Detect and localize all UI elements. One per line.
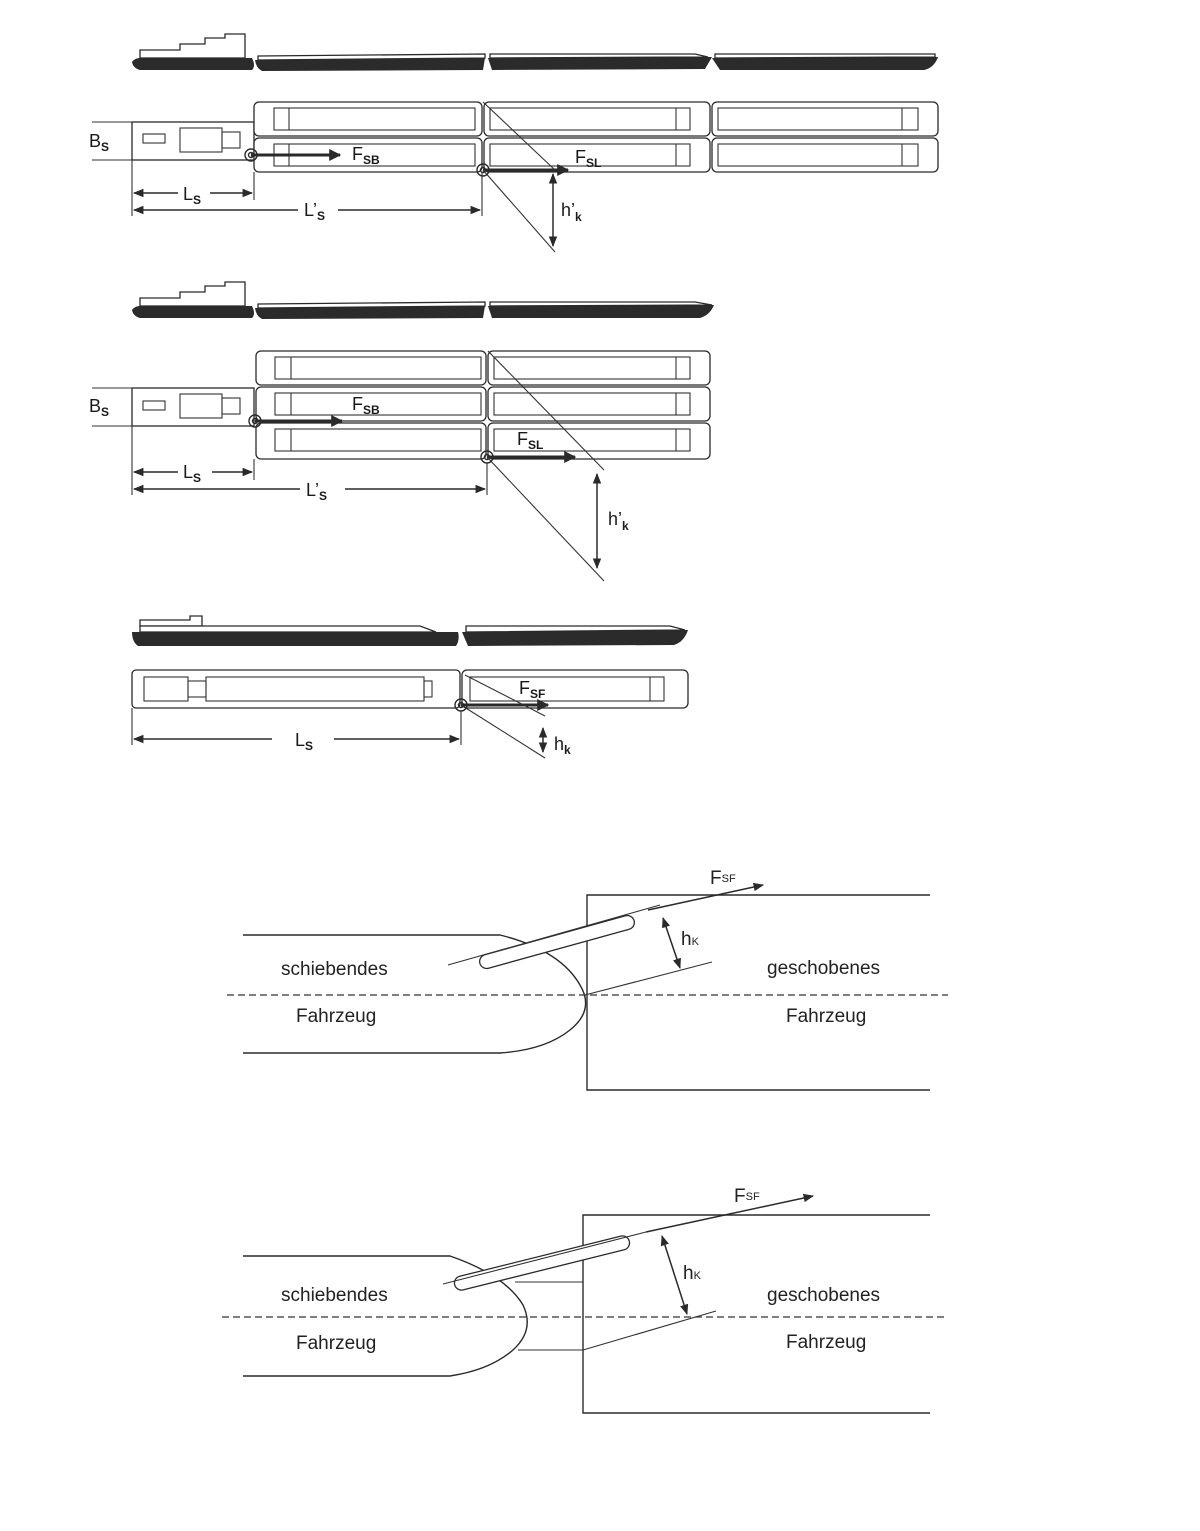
caption-pushing-5-line2: Fahrzeug (296, 1333, 376, 1354)
figure-3-plan-view (131, 669, 689, 759)
label-l-s-prime-2: L’S (306, 480, 327, 503)
label-l-s-prime-1: L’S (304, 200, 325, 223)
caption-pushed-5-line1: geschobenes (767, 1285, 880, 1306)
label-b-s-1: BS (89, 131, 109, 154)
figure-3-side-view (132, 615, 688, 646)
caption-pushing-4-line2: Fahrzeug (296, 1006, 376, 1027)
caption-pushed-4-line1: geschobenes (767, 958, 880, 979)
figure-4-coupling-detail (227, 882, 948, 1091)
label-h-k-3: hk (554, 734, 571, 757)
figure-2-side-view (132, 281, 714, 319)
label-f-sb-1: FSB (352, 144, 380, 167)
label-l-s-3: LS (295, 730, 313, 753)
label-h-k-5: hK (683, 1263, 702, 1284)
label-h-k-prime-2: h’k (608, 509, 629, 533)
label-f-sl-2: FSL (517, 429, 543, 452)
caption-pushed-4-line2: Fahrzeug (786, 1006, 866, 1027)
label-f-sl-1: FSL (575, 147, 601, 170)
figure-2-plan-view (92, 350, 711, 582)
label-h-k-4: hK (681, 929, 700, 950)
figure-1-plan-view (92, 101, 939, 253)
label-f-sf-3: FSF (519, 678, 545, 701)
figure-1-side-view (132, 33, 938, 71)
label-f-sf-4: FSF (710, 868, 736, 889)
label-l-s-2: LS (183, 462, 201, 485)
label-b-s-2: BS (89, 396, 109, 419)
caption-pushing-5-line1: schiebendes (281, 1285, 388, 1306)
label-f-sf-5: FSF (734, 1186, 760, 1207)
label-l-s-1: LS (183, 184, 201, 207)
caption-pushed-5-line2: Fahrzeug (786, 1332, 866, 1353)
figure-5-coupling-detail (222, 1193, 948, 1414)
caption-pushing-4-line1: schiebendes (281, 959, 388, 980)
label-f-sb-2: FSB (352, 394, 380, 417)
label-h-k-prime-1: h’k (561, 200, 582, 224)
